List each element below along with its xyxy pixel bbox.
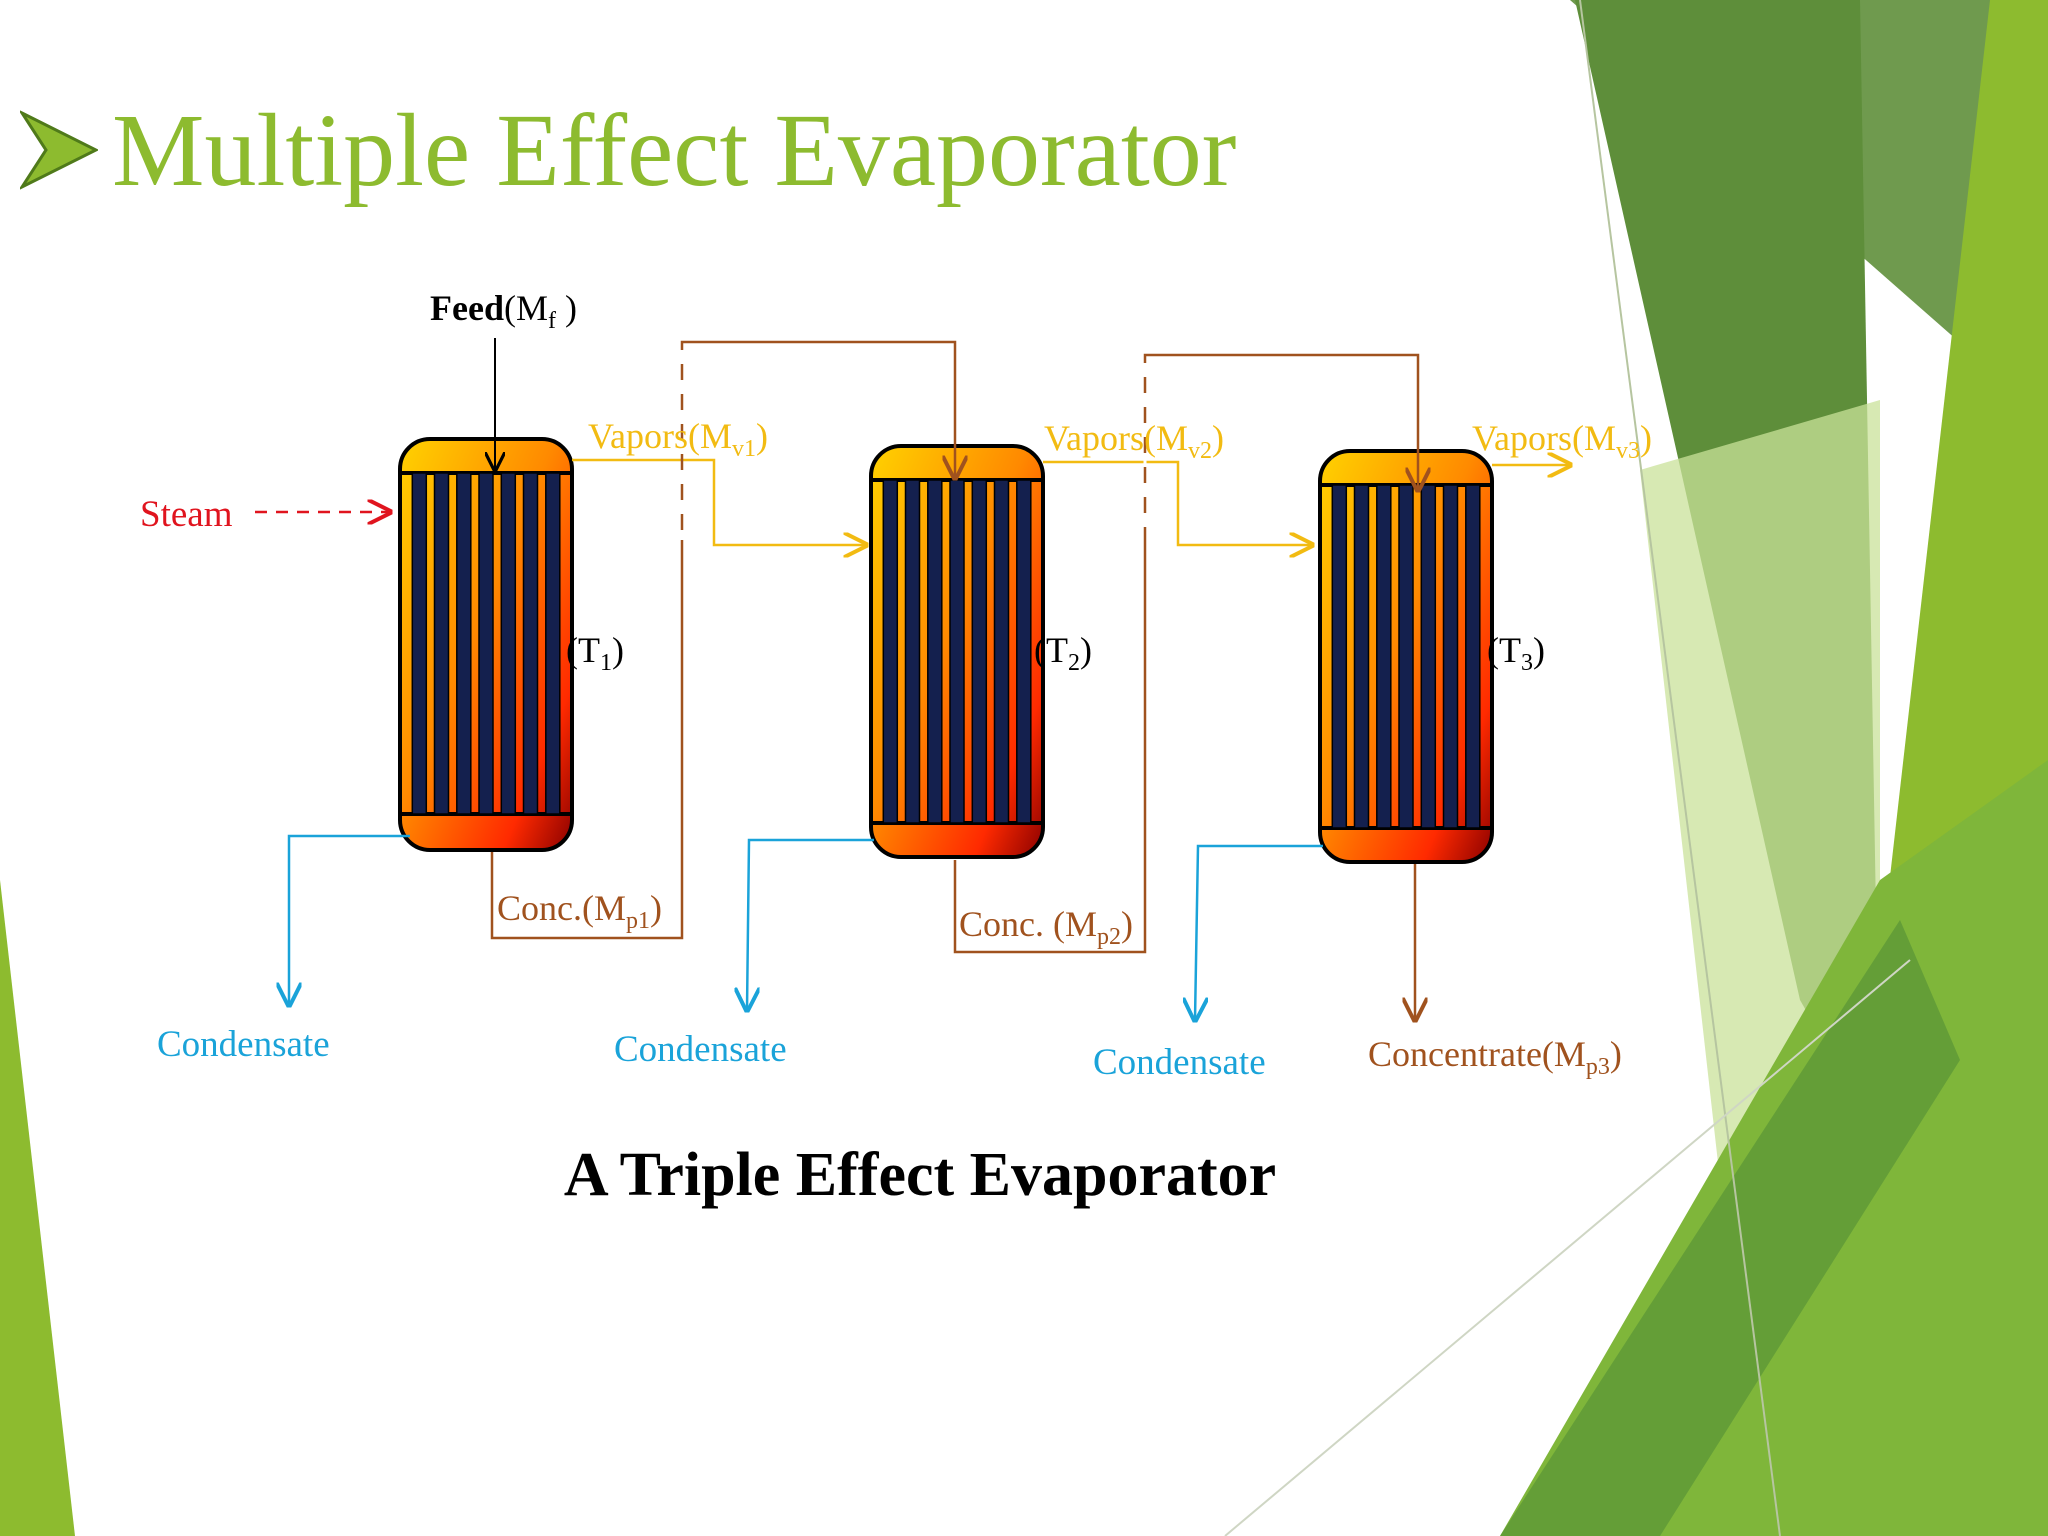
vessel-1-tube [456, 472, 472, 815]
vapor-line-2 [1043, 460, 1312, 545]
vessel-1 [398, 437, 574, 852]
diagram-caption: A Triple Effect Evaporator [563, 1141, 1277, 1209]
condensate-label-1: Condensate [157, 1024, 330, 1065]
temp-label-3: (T3) [1487, 630, 1545, 676]
facet-bottom-dark [1500, 920, 1960, 1536]
slide-title: Multiple Effect Evaporator [20, 80, 1236, 220]
vapor-label-2: Vapors(Mv2) [1044, 418, 1224, 464]
condensate-line-3 [1195, 844, 1323, 1020]
vessel-2-tube [949, 479, 965, 824]
product-line-1 [490, 340, 955, 940]
vessel-1-tube [522, 472, 539, 815]
vessel-3-tube [1376, 484, 1392, 829]
vessel-2-tube [971, 479, 988, 824]
condensate-line-1 [289, 834, 410, 1005]
vessel-1-tube [500, 472, 517, 815]
vessel-1-tube [545, 472, 561, 815]
steam-label: Steam [140, 494, 233, 535]
facet-thin-line-2 [1224, 959, 1911, 1536]
vapor-line-1 [572, 458, 866, 545]
vessel-2-tube [904, 479, 921, 824]
condensate-line-2 [747, 838, 874, 1010]
vessel-2-tube [993, 479, 1010, 824]
temp-label-1: (T1) [566, 630, 624, 676]
vessel-3-tube [1353, 484, 1370, 829]
vessel-3-tube [1398, 484, 1414, 829]
product-label-3: Concentrate(Mp3) [1368, 1034, 1622, 1080]
condensate-label-2: Condensate [614, 1029, 787, 1070]
temp-label-2: (T2) [1034, 630, 1092, 676]
vessel-3-tube [1331, 484, 1348, 829]
left-edge-green [0, 880, 75, 1536]
vessel-3-tube [1465, 484, 1481, 829]
vessel-2-tube [882, 479, 899, 824]
feed-label: Feed(Mf ) [430, 288, 577, 334]
vessel-3-tube [1442, 484, 1459, 829]
facet-thin-line-1 [1579, 0, 1781, 1536]
vessel-3-tube [1420, 484, 1437, 829]
vessel-3 [1318, 449, 1494, 864]
vessel-2 [869, 444, 1045, 859]
vapor-label-1: Vapors(Mv1) [588, 416, 768, 462]
product-line-2 [953, 353, 1418, 954]
slide-title-text: Multiple Effect Evaporator [112, 92, 1237, 208]
condensate-label-3: Condensate [1093, 1042, 1266, 1083]
product-label-1: Conc.(Mp1) [497, 888, 662, 934]
product-label-2: Conc. (Mp2) [959, 904, 1133, 950]
vessel-1-tube [478, 472, 494, 815]
arrow-bullet-icon [20, 110, 98, 190]
vessel-1-tube [411, 472, 428, 815]
vessel-2-tube [1016, 479, 1032, 824]
vapor-label-3: Vapors(Mv3) [1472, 418, 1652, 464]
vessel-2-tube [927, 479, 943, 824]
vessel-1-tube [433, 472, 450, 815]
